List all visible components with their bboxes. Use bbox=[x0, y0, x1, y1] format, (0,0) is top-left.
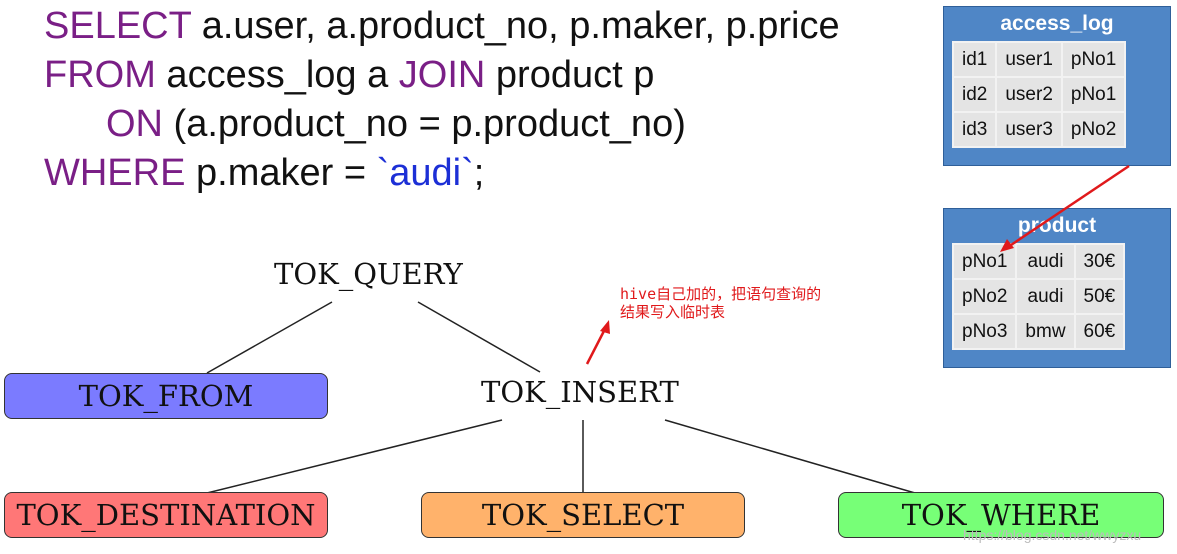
table-cell: id2 bbox=[954, 78, 996, 111]
sql-text: a.user, a.product_no, p.maker, p.price bbox=[191, 5, 840, 47]
table-cell: 30€ bbox=[1075, 245, 1124, 278]
sql-text: ; bbox=[473, 152, 485, 194]
tok-select-node: TOK_SELECT bbox=[421, 492, 745, 538]
table-row: id3 user3 pNo2 bbox=[954, 113, 1125, 146]
table-cell: pNo1 bbox=[1062, 43, 1125, 76]
annotation-note: hive自己加的，把语句查询的 结果写入临时表 bbox=[620, 285, 821, 321]
table-cell: pNo1 bbox=[1062, 78, 1125, 111]
table-cell: bmw bbox=[1017, 315, 1074, 348]
tok-where-node: TOK_WHERE bbox=[838, 492, 1164, 538]
table-cell: pNo3 bbox=[954, 315, 1016, 348]
table-title: product bbox=[1017, 214, 1097, 237]
join-arrow bbox=[1000, 164, 1130, 252]
sql-keyword: FROM bbox=[44, 54, 156, 96]
table-cell: 50€ bbox=[1075, 280, 1124, 313]
note-line: 结果写入临时表 bbox=[620, 303, 726, 321]
tok-query-node: TOK_QUERY bbox=[274, 257, 463, 291]
sql-line-1: SELECT a.user, a.product_no, p.maker, p.… bbox=[44, 2, 840, 51]
tok-from-node: TOK_FROM bbox=[4, 373, 328, 419]
table-cell: user3 bbox=[997, 113, 1061, 146]
sql-line-2: FROM access_log a JOIN product p bbox=[44, 51, 840, 100]
edge-insert-destination bbox=[206, 419, 503, 494]
watermark: https://blog.csdn.net/wwyzxu bbox=[963, 527, 1142, 543]
sql-text: product p bbox=[485, 54, 655, 96]
note-line: hive自己加的，把语句查询的 bbox=[620, 285, 822, 303]
sql-text: p.maker = bbox=[185, 152, 377, 194]
sql-line-3: ON (a.product_no = p.product_no) bbox=[44, 100, 840, 149]
sql-keyword: WHERE bbox=[44, 152, 186, 194]
table-cell: pNo2 bbox=[1062, 113, 1125, 146]
sql-keyword: SELECT bbox=[44, 5, 192, 47]
table-cell: id3 bbox=[954, 113, 996, 146]
table-cell: pNo2 bbox=[954, 280, 1016, 313]
sql-line-4: WHERE p.maker = `audi`; bbox=[44, 149, 840, 198]
table-cell: user2 bbox=[997, 78, 1061, 111]
product-table: product pNo1 audi 30€ pNo2 audi 50€ pNo3… bbox=[943, 208, 1171, 368]
tok-insert-node: TOK_INSERT bbox=[481, 375, 679, 409]
table-cell: audi bbox=[1017, 245, 1074, 278]
sql-keyword: JOIN bbox=[398, 54, 486, 96]
sql-keyword: ON bbox=[106, 103, 163, 145]
table-grid: pNo1 audi 30€ pNo2 audi 50€ pNo3 bmw 60€ bbox=[952, 243, 1126, 350]
sql-string: `audi` bbox=[376, 152, 474, 194]
table-cell: 60€ bbox=[1075, 315, 1124, 348]
table-row: id1 user1 pNo1 bbox=[954, 43, 1125, 76]
table-cell: pNo1 bbox=[954, 245, 1016, 278]
note-arrow bbox=[585, 320, 610, 365]
sql-code: SELECT a.user, a.product_no, p.maker, p.… bbox=[44, 2, 840, 198]
table-row: pNo2 audi 50€ bbox=[954, 280, 1124, 313]
table-title: access_log bbox=[1000, 12, 1114, 35]
table-grid: id1 user1 pNo1 id2 user2 pNo1 id3 user3 … bbox=[952, 41, 1127, 148]
access-log-table: access_log id1 user1 pNo1 id2 user2 pNo1… bbox=[943, 6, 1171, 166]
edge-query-from bbox=[206, 301, 333, 374]
edge-insert-where bbox=[664, 419, 916, 494]
sql-text: (a.product_no = p.product_no) bbox=[163, 103, 686, 145]
table-row: pNo3 bmw 60€ bbox=[954, 315, 1124, 348]
table-row: pNo1 audi 30€ bbox=[954, 245, 1124, 278]
table-row: id2 user2 pNo1 bbox=[954, 78, 1125, 111]
edge-query-insert bbox=[417, 301, 541, 373]
table-cell: id1 bbox=[954, 43, 996, 76]
sql-text: access_log a bbox=[155, 54, 399, 96]
table-cell: user1 bbox=[997, 43, 1061, 76]
tok-destination-node: TOK_DESTINATION bbox=[4, 492, 328, 538]
table-cell: audi bbox=[1017, 280, 1074, 313]
